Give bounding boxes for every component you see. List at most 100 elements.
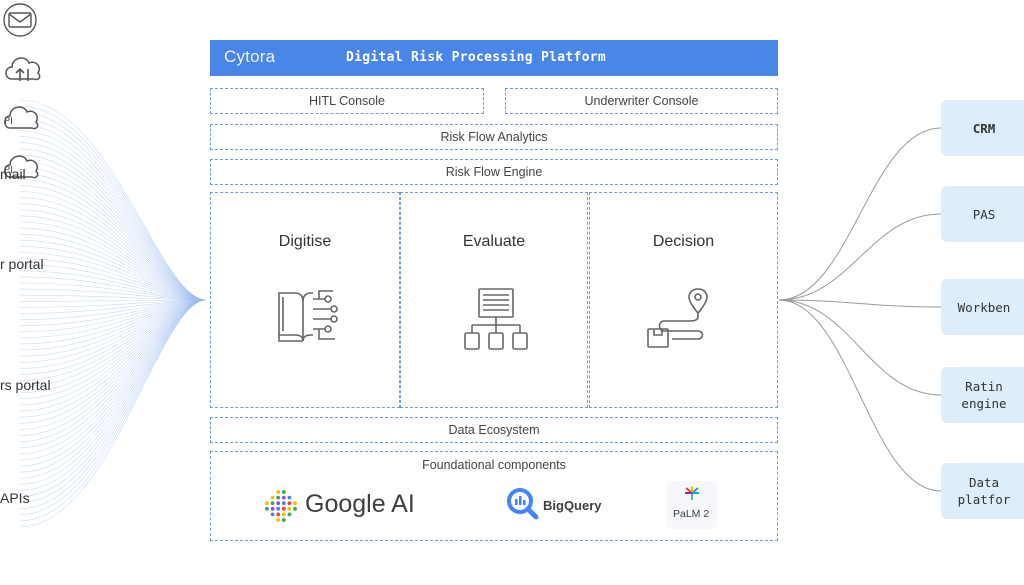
google-ai-dot xyxy=(276,512,281,517)
input-fan-line xyxy=(19,148,207,301)
google-ai-dot xyxy=(270,501,275,506)
input-fan-line xyxy=(19,154,207,301)
output-connector-line xyxy=(778,127,942,301)
cloud-upload-icon xyxy=(5,57,41,81)
google-ai-dot xyxy=(287,495,292,500)
input-fan-line xyxy=(19,118,207,301)
palm2-logo: PaLM 2 xyxy=(667,481,717,529)
google-ai-dot xyxy=(281,501,286,506)
input-item-partners-portal: PI rs portal xyxy=(0,96,90,393)
input-label: r portal xyxy=(0,256,44,272)
input-fan-line xyxy=(19,111,207,301)
platform-title: Digital Risk Processing Platform xyxy=(346,50,607,65)
input-fan-line xyxy=(19,299,207,528)
output-label: CRM xyxy=(972,120,996,136)
book-circuit-icon xyxy=(278,290,338,342)
google-ai-dots-icon xyxy=(265,490,297,522)
google-ai-dot xyxy=(270,506,275,511)
output-data-platform: Data platfor xyxy=(941,463,1024,519)
brand-logo: Cytora xyxy=(224,47,276,66)
input-channels: mail r portal PI rs portal PI APIs xyxy=(0,0,90,585)
palm-leaf-icon xyxy=(685,486,699,500)
output-pas: PAS xyxy=(941,186,1024,242)
google-ai-dot xyxy=(281,518,286,522)
google-ai-dot xyxy=(281,512,286,517)
input-fan-line xyxy=(19,124,207,301)
hitl-console: HITL Console xyxy=(210,88,484,114)
input-label: rs portal xyxy=(0,377,51,393)
google-ai-dot xyxy=(265,506,269,511)
input-fan-line xyxy=(19,142,207,301)
input-fan-line xyxy=(19,299,207,308)
bigquery-label: BigQuery xyxy=(543,498,602,513)
google-ai-dot xyxy=(287,512,292,517)
input-item-portal: r portal xyxy=(0,45,90,272)
input-fan-line xyxy=(19,240,207,301)
google-ai-dot xyxy=(293,506,297,511)
foundational-title: Foundational components xyxy=(422,458,566,472)
platform-header: Cytora Digital Risk Processing Platform xyxy=(210,40,778,76)
stage-digitise: Digitise xyxy=(210,192,400,408)
input-fan-line xyxy=(19,105,207,301)
output-crm: CRM xyxy=(941,100,1024,156)
output-label: Data xyxy=(968,475,1000,490)
stage-title: Evaluate xyxy=(462,233,526,250)
svg-text:PI: PI xyxy=(4,165,13,176)
stage-title: Decision xyxy=(652,233,715,250)
google-ai-dot xyxy=(276,506,281,511)
output-label-line2: platfor xyxy=(957,492,1011,507)
palm2-label: PaLM 2 xyxy=(673,508,710,520)
output-connector-line xyxy=(778,299,942,396)
input-item-mail: mail xyxy=(0,0,90,182)
input-label: mail xyxy=(0,166,26,182)
risk-flow-analytics: Risk Flow Analytics xyxy=(210,124,778,150)
google-ai-dot xyxy=(276,518,281,522)
google-ai-dot xyxy=(281,490,286,494)
input-fan-line xyxy=(19,136,207,301)
input-fan-lines xyxy=(19,99,207,528)
input-fan-line xyxy=(19,270,207,301)
output-label: Workben xyxy=(957,299,1011,315)
google-ai-label: Google AI xyxy=(305,490,415,518)
input-fan-line xyxy=(19,233,207,301)
input-fan-line xyxy=(19,227,207,301)
output-rating-engine: Ratin engine xyxy=(941,367,1024,423)
output-connector-line xyxy=(778,299,942,308)
risk-flow-engine: Risk Flow Engine xyxy=(210,159,778,185)
data-ecosystem: Data Ecosystem xyxy=(210,417,778,443)
google-ai-dot xyxy=(281,495,286,500)
bigquery-icon xyxy=(507,488,539,520)
stage-decision: Decision xyxy=(589,192,778,408)
google-ai-dot xyxy=(287,506,292,511)
document-hierarchy-icon xyxy=(464,288,528,350)
input-item-apis: PI APIs xyxy=(0,145,90,506)
google-ai-dot xyxy=(293,501,297,506)
input-fan-line xyxy=(19,299,207,314)
google-ai-dot xyxy=(276,495,281,500)
input-fan-line xyxy=(19,99,207,301)
google-ai-dot xyxy=(287,501,292,506)
input-fan-line xyxy=(19,130,207,301)
output-connector-line xyxy=(778,213,942,301)
output-connector-line xyxy=(778,299,942,492)
output-workbench: Workben xyxy=(941,279,1024,335)
output-label: Ratin xyxy=(965,379,1003,394)
output-label-line2: engine xyxy=(961,396,1007,411)
google-ai-dot xyxy=(276,501,281,506)
foundational-components: Foundational components Google AI BigQue… xyxy=(210,451,778,541)
google-ai-dot xyxy=(270,512,275,517)
api-cloud-icon: PI xyxy=(4,106,39,130)
mail-icon xyxy=(3,3,37,37)
google-ai-dot xyxy=(276,490,281,494)
stage-evaluate: Evaluate xyxy=(400,192,588,408)
input-label: APIs xyxy=(0,490,30,506)
api-cloud-icon: PI xyxy=(4,155,39,179)
google-ai-dot xyxy=(281,506,286,511)
stage-title: Digitise xyxy=(278,233,332,250)
input-fan-line xyxy=(19,185,207,301)
route-pin-icon xyxy=(647,288,708,348)
underwriter-console: Underwriter Console xyxy=(505,88,778,114)
output-label: PAS xyxy=(972,206,996,222)
svg-text:PI: PI xyxy=(4,116,13,127)
